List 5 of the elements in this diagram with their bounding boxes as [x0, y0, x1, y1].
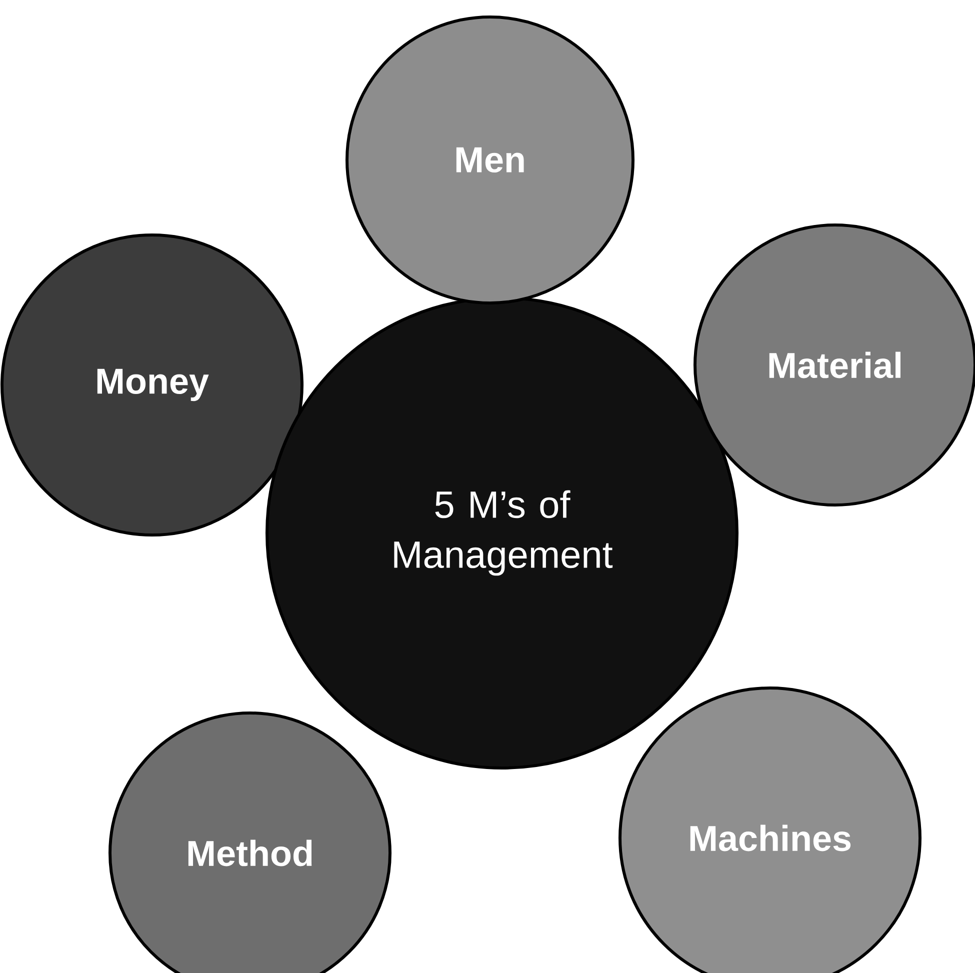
circle-node: Money [0, 233, 304, 536]
circle-node: Men [346, 15, 634, 304]
circle-node: Material [694, 223, 975, 506]
circle-node: Machines [618, 686, 922, 973]
circle-node: Method [108, 711, 392, 973]
